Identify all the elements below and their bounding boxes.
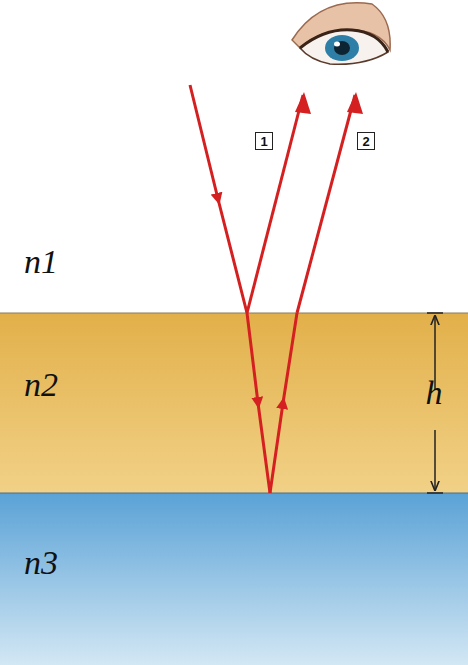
callout-number: 2 (357, 132, 375, 150)
refractive-index: n3 (24, 546, 58, 580)
incident-ray (190, 85, 247, 313)
callout-number-text: 2 (362, 135, 369, 148)
substrate-layer (0, 493, 468, 665)
refracted-ray (270, 313, 297, 493)
thickness-label: h (426, 376, 443, 410)
eye-icon (292, 3, 390, 64)
film-band: n2 h (0, 313, 468, 493)
reflected-ray (247, 95, 303, 313)
callout-number-text: 1 (260, 135, 267, 148)
callout-number: 1 (255, 132, 273, 150)
transmitted-ray (297, 95, 355, 313)
interface-line (0, 493, 468, 494)
refractive-index: n1 (24, 245, 58, 279)
refracted-ray (247, 313, 270, 493)
interface-line (0, 313, 468, 314)
dimension-tick (427, 492, 443, 494)
light-rays (190, 85, 355, 493)
ray-arrowhead (295, 92, 311, 114)
ray-arrowhead (347, 92, 363, 114)
dimension-tick (427, 312, 443, 314)
film-layer (0, 313, 468, 493)
substrate-band: n3 (0, 493, 468, 665)
refractive-index: n2 (24, 368, 58, 402)
dimension-arrow (434, 430, 436, 490)
